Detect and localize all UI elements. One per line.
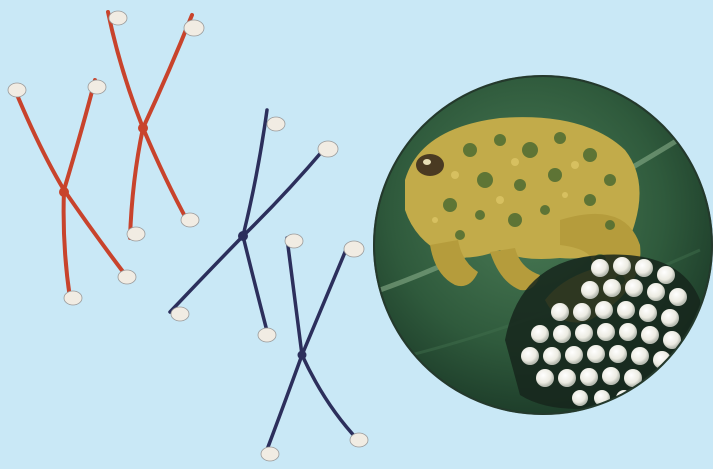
red-chromosome-pair-left [8,80,136,305]
blue-chromosome-pair-lower [261,234,368,461]
frog-with-eggs-photo [370,70,713,420]
red-chromosome-pair-right [108,11,204,241]
